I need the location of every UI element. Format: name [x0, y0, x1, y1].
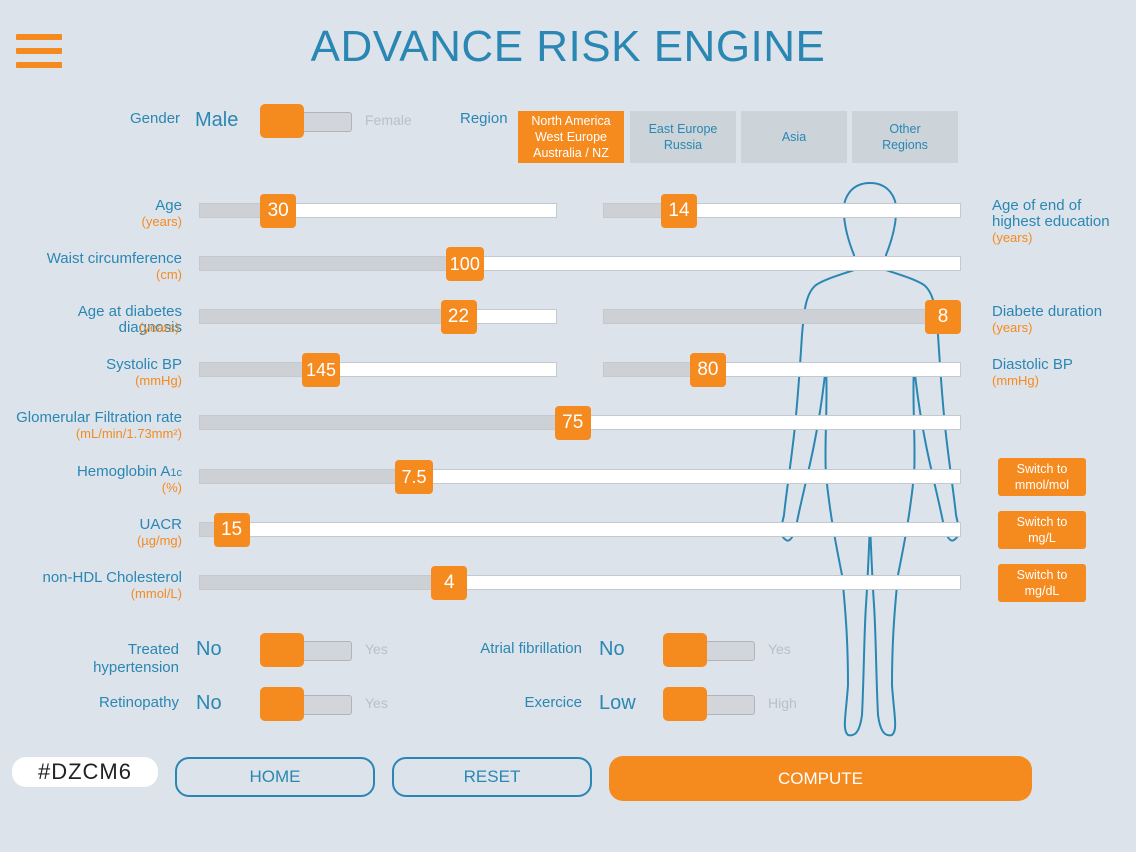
education-slider[interactable]: 14	[603, 194, 961, 228]
slider-track	[603, 362, 961, 377]
slider-track	[199, 575, 961, 590]
slider-fill	[200, 576, 451, 589]
uacr-unit: (µg/mg)	[136, 533, 182, 548]
session-code-badge: #DZCM6	[12, 757, 158, 787]
nonhdl-thumb[interactable]: 4	[431, 566, 468, 600]
slider-fill	[200, 310, 460, 323]
hba1c-thumb[interactable]: 7.5	[395, 460, 434, 494]
sbp-label: Systolic BP	[106, 356, 182, 373]
region-east-europe-button[interactable]: East Europe Russia	[630, 111, 736, 163]
duration-unit: (years)	[992, 320, 1033, 335]
gender-alt-label: Female	[365, 112, 412, 128]
region-asia-button[interactable]: Asia	[741, 111, 847, 163]
sbp-thumb[interactable]: 145	[302, 353, 341, 387]
hba1c-label: Hemoglobin A1c	[76, 463, 182, 480]
region-label: Region	[460, 110, 508, 127]
education-thumb[interactable]: 14	[660, 194, 697, 228]
exercise-label: Exercice	[524, 694, 582, 711]
hba1c-unit: (%)	[161, 480, 182, 495]
slider-fill	[200, 257, 465, 270]
waist-thumb[interactable]: 100	[445, 247, 484, 281]
reset-button[interactable]: RESET	[392, 757, 592, 797]
retinopathy-value: No	[196, 692, 222, 714]
region-north-america-button[interactable]: North America West Europe Australia / NZ	[518, 111, 624, 163]
age-label: Age	[155, 197, 182, 214]
dbp-unit: (mmHg)	[992, 373, 1039, 388]
slider-fill	[200, 204, 280, 217]
hypertension-toggle[interactable]	[260, 633, 352, 667]
gfr-thumb[interactable]: 75	[554, 406, 591, 440]
region-other-button[interactable]: Other Regions	[852, 111, 958, 163]
slider-track	[603, 309, 961, 324]
page-title: ADVANCE RISK ENGINE	[310, 22, 826, 71]
gender-toggle[interactable]	[260, 104, 352, 138]
dbp-label: Diastolic BP	[992, 356, 1073, 373]
nonhdl-label: non-HDL Cholesterol	[42, 569, 182, 586]
gender-value: Male	[195, 109, 239, 131]
nonhdl-switch-unit-button[interactable]: Switch to mg/dL	[998, 564, 1086, 602]
home-button[interactable]: HOME	[175, 757, 375, 797]
slider-fill	[200, 416, 574, 429]
slider-track	[199, 362, 557, 377]
slider-fill	[604, 363, 709, 376]
slider-track	[199, 203, 557, 218]
diag-age-unit: (years)	[139, 320, 180, 335]
dbp-slider[interactable]: 80	[603, 353, 961, 387]
hba1c-slider[interactable]: 7.5	[199, 460, 961, 494]
age-thumb[interactable]: 30	[260, 194, 297, 228]
hypertension-alt-label: Yes	[365, 641, 388, 657]
slider-track	[199, 522, 961, 537]
hamburger-menu-icon[interactable]	[16, 34, 62, 70]
afib-label: Atrial fibrillation	[480, 640, 582, 657]
retinopathy-toggle[interactable]	[260, 687, 352, 721]
afib-value: No	[599, 638, 625, 660]
education-unit: (years)	[992, 230, 1033, 245]
gfr-unit: (mL/min/1.73mm²)	[75, 426, 182, 441]
diag-age-label: Age at diabetes diagnosis	[77, 303, 182, 336]
slider-fill	[604, 310, 944, 323]
afib-toggle[interactable]	[663, 633, 755, 667]
age-unit: (years)	[141, 214, 182, 229]
sbp-unit: (mmHg)	[135, 373, 182, 388]
slider-track	[603, 203, 961, 218]
hypertension-value: No	[196, 638, 222, 660]
slider-track	[199, 256, 961, 271]
exercise-value: Low	[599, 692, 636, 714]
duration-label: Diabete duration	[992, 303, 1103, 320]
uacr-thumb[interactable]: 15	[213, 513, 250, 547]
sbp-slider[interactable]: 145	[199, 353, 557, 387]
uacr-label: UACR	[139, 516, 182, 533]
diag-age-slider[interactable]: 22	[199, 300, 557, 334]
age-slider[interactable]: 30	[199, 194, 557, 228]
exercise-toggle[interactable]	[663, 687, 755, 721]
retinopathy-alt-label: Yes	[365, 695, 388, 711]
duration-thumb[interactable]: 8	[925, 300, 961, 334]
uacr-slider[interactable]: 15	[199, 513, 961, 547]
exercise-alt-label: High	[768, 695, 797, 711]
retinopathy-label: Retinopathy	[98, 694, 179, 711]
nonhdl-slider[interactable]: 4	[199, 566, 961, 600]
waist-label: Waist circumference	[46, 250, 182, 267]
afib-alt-label: Yes	[768, 641, 791, 657]
diag-age-thumb[interactable]: 22	[440, 300, 477, 334]
hypertension-label: Treated hypertension	[93, 641, 179, 676]
nonhdl-unit: (mmol/L)	[130, 586, 182, 601]
hba1c-switch-unit-button[interactable]: Switch to mmol/mol	[998, 458, 1086, 496]
waist-unit: (cm)	[156, 267, 182, 282]
waist-slider[interactable]: 100	[199, 247, 961, 281]
slider-fill	[200, 363, 322, 376]
slider-track	[199, 309, 557, 324]
slider-fill	[200, 470, 415, 483]
dbp-thumb[interactable]: 80	[689, 353, 726, 387]
gfr-label: Glomerular Filtration rate	[16, 409, 182, 426]
uacr-switch-unit-button[interactable]: Switch to mg/L	[998, 511, 1086, 549]
compute-button[interactable]: COMPUTE	[609, 756, 1032, 801]
duration-slider[interactable]: 8	[603, 300, 961, 334]
gender-label: Gender	[130, 110, 181, 127]
education-label: Age of end of highest education	[992, 197, 1110, 230]
slider-track	[199, 469, 961, 484]
gfr-slider[interactable]: 75	[199, 406, 961, 440]
